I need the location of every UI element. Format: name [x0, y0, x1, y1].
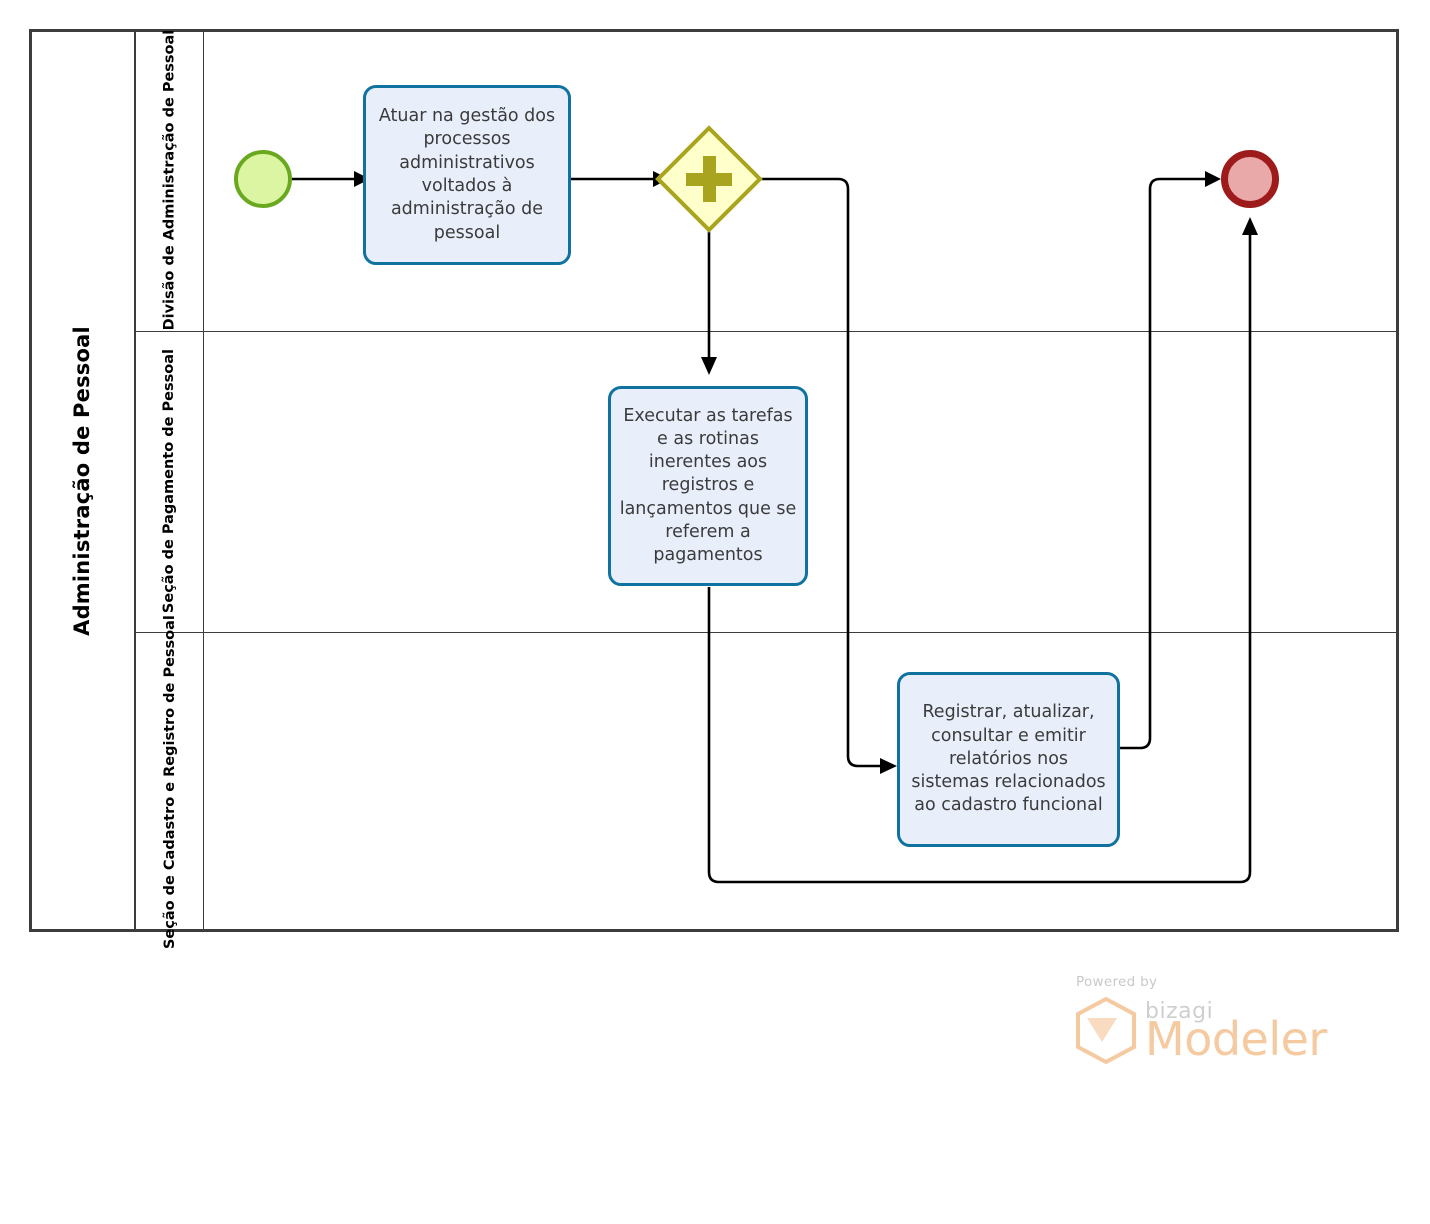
modeler-wordmark: Modeler [1145, 1012, 1327, 1066]
lane-label-text-cadastro: Seção de Cadastro e Registro de Pessoal [161, 615, 178, 949]
task-registrar-atualizar-cadastro[interactable]: Registrar, atualizar, consultar e emitir… [897, 672, 1120, 847]
task-3-label: Registrar, atualizar, consultar e emitir… [911, 702, 1106, 816]
task-atuar-na-gestao[interactable]: Atuar na gestão dos processos administra… [363, 85, 571, 265]
lane-label-text-pagamento: Seção de Pagamento de Pessoal [161, 349, 178, 614]
lane-separator-2 [136, 632, 1396, 633]
pool-label-text: Administração de Pessoal [69, 325, 94, 636]
lane-separator-1 [136, 331, 1396, 332]
task-1-label: Atuar na gestão dos processos administra… [378, 106, 556, 243]
lane-label-secao-de-cadastro-e-registro-de-pessoal: Seção de Cadastro e Registro de Pessoal [136, 615, 204, 949]
pool-label: Administração de Pessoal [29, 29, 136, 932]
start-event[interactable] [234, 150, 292, 208]
task-2-label: Executar as tarefas e as rotinas inerent… [619, 405, 797, 566]
bizagi-hexagon-logo [1076, 996, 1136, 1065]
lane-label-text-divisao: Divisão de Administração de Pessoal [161, 29, 178, 331]
bizagi-wordmark: bizagi [1145, 999, 1214, 1024]
end-event[interactable] [1221, 150, 1279, 208]
task-executar-tarefas-pagamentos[interactable]: Executar as tarefas e as rotinas inerent… [608, 386, 808, 586]
bizagi-brand: Powered by bizagi Modeler [1073, 974, 1333, 1069]
powered-by-label: Powered by [1076, 974, 1158, 990]
lane-label-divisao-de-administracao-de-pessoal: Divisão de Administração de Pessoal [136, 29, 204, 331]
lane-label-secao-de-pagamento-de-pessoal: Seção de Pagamento de Pessoal [136, 331, 204, 632]
